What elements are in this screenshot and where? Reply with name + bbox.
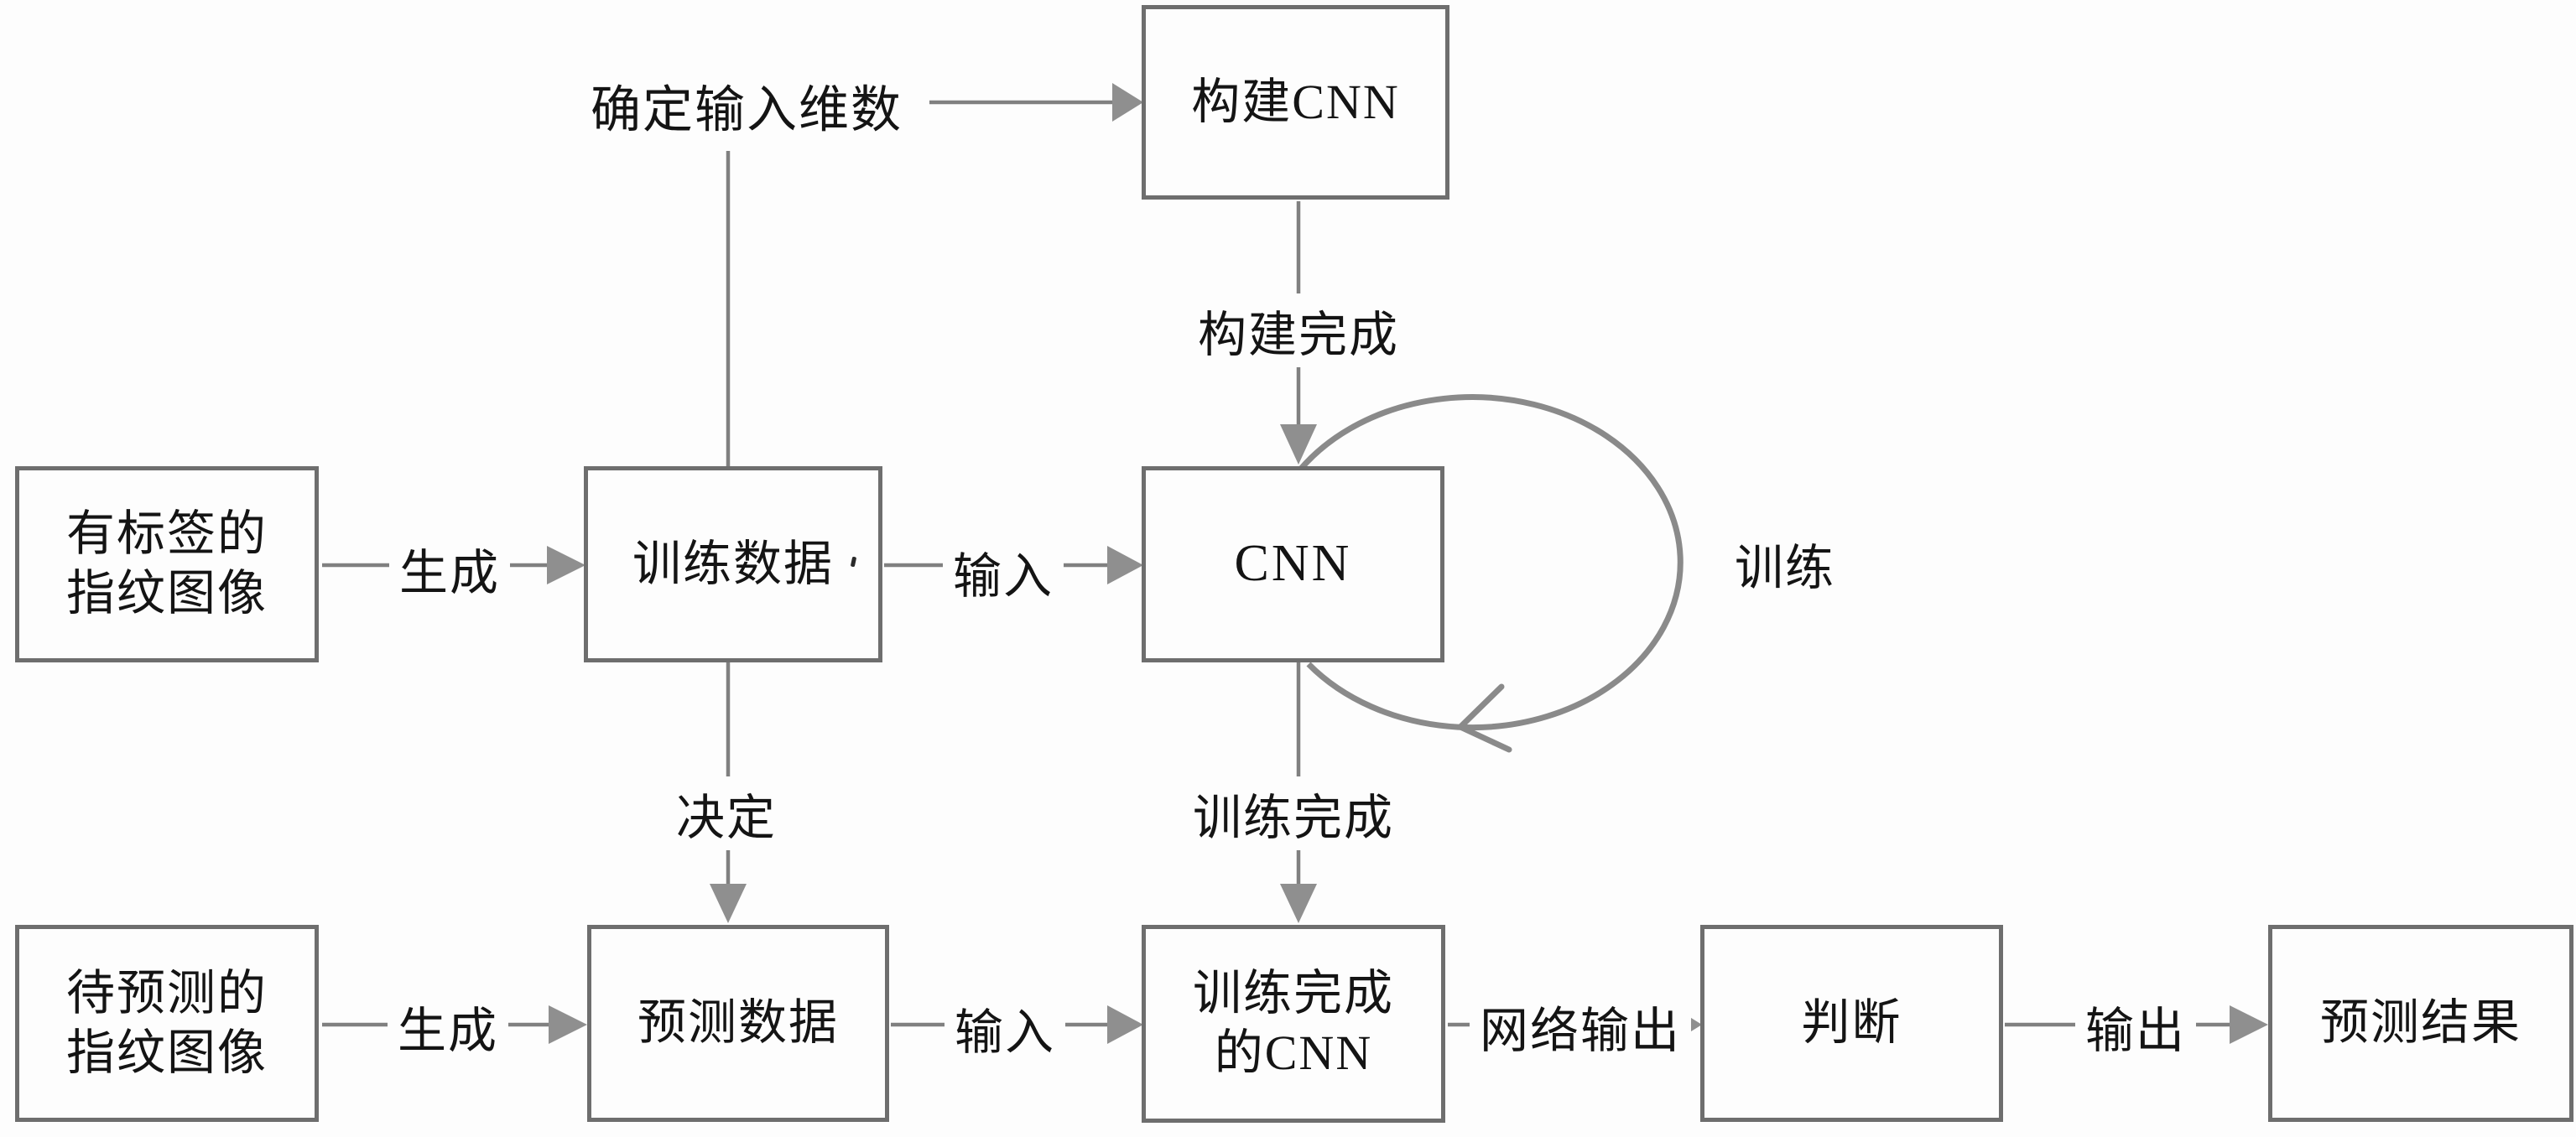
edge-label-input-pred: 输入 (944, 991, 1066, 1065)
node-pred-fingerprint-label: 待预测的 指纹图像 (65, 965, 268, 1080)
node-build-cnn: 构建CNN (1142, 5, 1449, 200)
node-labeled-fingerprint: 有标签的 指纹图像 (15, 466, 319, 662)
arrowhead-output-icon (2230, 1005, 2268, 1044)
train-loop-arrowhead-icon (1455, 683, 1512, 753)
edge-label-input-train: 输入 (942, 535, 1064, 609)
node-result-label: 预测结果 (2319, 995, 2521, 1051)
node-cnn-label: CNN (1234, 535, 1352, 593)
arrowhead-input-train-icon (1107, 546, 1143, 584)
arrowhead-build-complete-icon (1280, 424, 1317, 465)
edge-label-train-loop: 训练 (1724, 527, 1846, 600)
edge-label-output: 输出 (2074, 989, 2197, 1063)
arrowhead-generate-train-icon (547, 546, 585, 584)
node-labeled-fingerprint-label: 有标签的 指纹图像 (65, 506, 268, 620)
edge-train-loop-arc (1298, 394, 1684, 731)
edge-label-generate-train: 生成 (388, 532, 511, 605)
node-judge-label: 判断 (1801, 995, 1902, 1051)
edge-label-train-complete: 训练完成 (1182, 776, 1405, 850)
node-pred-data-label: 预测数据 (637, 995, 839, 1051)
node-build-cnn-label: 构建CNN (1191, 74, 1400, 129)
node-pred-fingerprint: 待预测的 指纹图像 (15, 925, 319, 1122)
node-judge: 判断 (1700, 925, 2003, 1122)
arrowhead-input-pred-icon (1107, 1005, 1143, 1044)
edge-label-generate-pred: 生成 (387, 989, 509, 1063)
edge-label-network-output: 网络输出 (1469, 989, 1692, 1063)
node-train-data-label: 训练数据 (632, 536, 834, 591)
node-result: 预测结果 (2268, 925, 2573, 1122)
node-trained-cnn-label: 训练完成 的CNN (1192, 966, 1394, 1080)
edge-label-build-complete: 构建完成 (1187, 293, 1410, 367)
arrowhead-decide-icon (710, 884, 747, 923)
edge-label-decide: 决定 (665, 776, 788, 850)
arrowhead-determine-dims-icon (1112, 83, 1143, 122)
edge-label-determine-input-dims: 确定输入维数 (580, 67, 913, 144)
node-cnn: CNN (1142, 466, 1444, 662)
node-train-data: 训练数据 (584, 466, 882, 662)
node-trained-cnn: 训练完成 的CNN (1142, 925, 1445, 1123)
arrowhead-generate-pred-icon (549, 1005, 587, 1044)
node-pred-data: 预测数据 (587, 925, 889, 1122)
arrowhead-train-complete-icon (1280, 884, 1317, 923)
